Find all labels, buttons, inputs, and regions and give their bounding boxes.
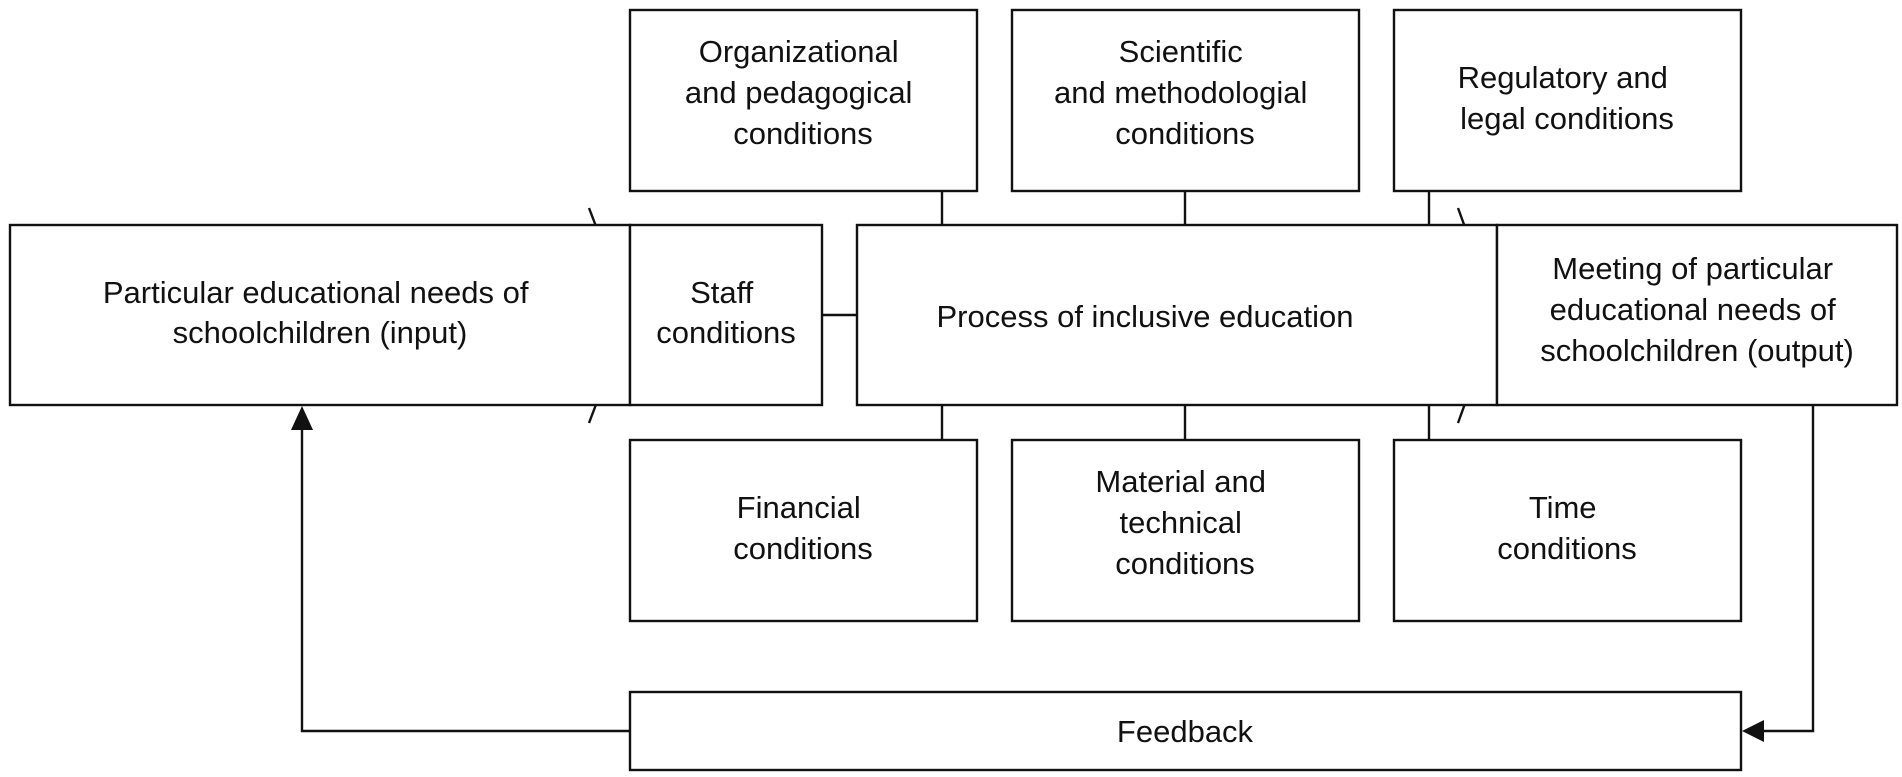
edge-feedback-input xyxy=(300,430,630,733)
node-process: Process of inclusive education xyxy=(855,223,1499,407)
node-input-label: Particular educational needs of schoolch… xyxy=(103,275,537,350)
node-staff: Staff conditions xyxy=(628,223,824,407)
node-time: Time conditions xyxy=(1392,438,1743,623)
node-organizational: Organizational and pedagogical condition… xyxy=(628,8,979,193)
node-input: Particular educational needs of schoolch… xyxy=(8,223,632,407)
node-material: Material and technical conditions xyxy=(1010,438,1361,623)
node-output-label: Meeting of particular educational needs … xyxy=(1540,251,1854,368)
node-staff-label: Staff conditions xyxy=(656,275,796,350)
node-scientific: Scientific and methodologial conditions xyxy=(1010,8,1361,193)
edge-output-feedback xyxy=(1764,405,1815,733)
arrowhead-feedback xyxy=(1742,720,1764,742)
node-financial-label: Financial conditions xyxy=(733,490,873,566)
node-financial: Financial conditions xyxy=(628,438,979,623)
node-scientific-label: Scientific and methodologial conditions xyxy=(1054,34,1316,151)
node-feedback-label: Feedback xyxy=(1117,714,1254,749)
node-regulatory-label: Regulatory and legal conditions xyxy=(1458,60,1677,136)
node-process-label: Process of inclusive education xyxy=(936,299,1353,334)
node-feedback: Feedback xyxy=(628,690,1743,772)
node-time-label: Time conditions xyxy=(1497,490,1637,566)
node-output: Meeting of particular educational needs … xyxy=(1495,223,1899,407)
node-material-label: Material and technical conditions xyxy=(1095,464,1274,581)
connectors xyxy=(291,191,1815,742)
node-regulatory: Regulatory and legal conditions xyxy=(1392,8,1743,193)
node-organizational-label: Organizational and pedagogical condition… xyxy=(685,34,921,151)
arrowhead-input xyxy=(291,406,313,430)
